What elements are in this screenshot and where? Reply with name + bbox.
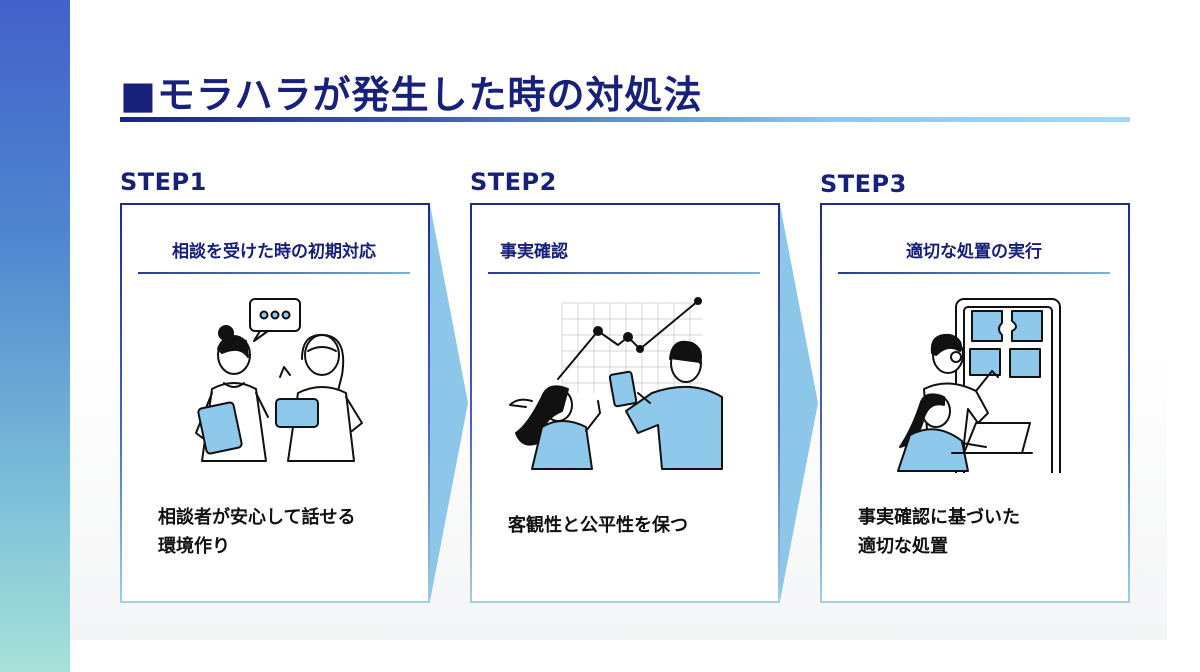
step-1-arrow-icon [430,205,468,601]
fact-check-illustration-icon [509,297,723,470]
step-3-label: STEP3 [820,170,907,198]
step-3-heading-rule [838,272,1110,274]
step-1-body-line-1: 相談者が安心して話せる [158,507,356,528]
step-1-label: STEP1 [120,168,207,196]
step-3-body-line-2: 適切な処置 [858,536,948,557]
step-3-card: 適切な処置の実行 事実確認に基づいた 適切な処置 [820,203,1130,603]
side-color-band [0,0,70,672]
title-underline [120,117,1130,122]
step-2-card: 事実確認 客観性と公平性を保つ [470,203,780,603]
step-1-card: 相談を受けた時の初期対応 [120,203,430,603]
step-3-heading: 適切な処置の実行 [906,242,1042,262]
step-1-heading-rule [138,272,410,274]
step-2-arrow-icon [780,205,818,601]
step-2-label: STEP2 [470,168,557,196]
page-title: ■モラハラが発生した時の対処法 [120,73,703,117]
step-2-heading-rule [488,272,760,274]
step-2-heading: 事実確認 [500,242,568,262]
step-1-heading: 相談を受けた時の初期対応 [172,242,376,262]
step-1-body-line-2: 環境作り [158,536,230,557]
step-3-body-line-1: 事実確認に基づいた [858,507,1020,528]
step-2-body-line-1: 客観性と公平性を保つ [508,515,688,536]
consultation-illustration-icon [195,298,363,462]
action-illustration-icon [897,298,1061,473]
